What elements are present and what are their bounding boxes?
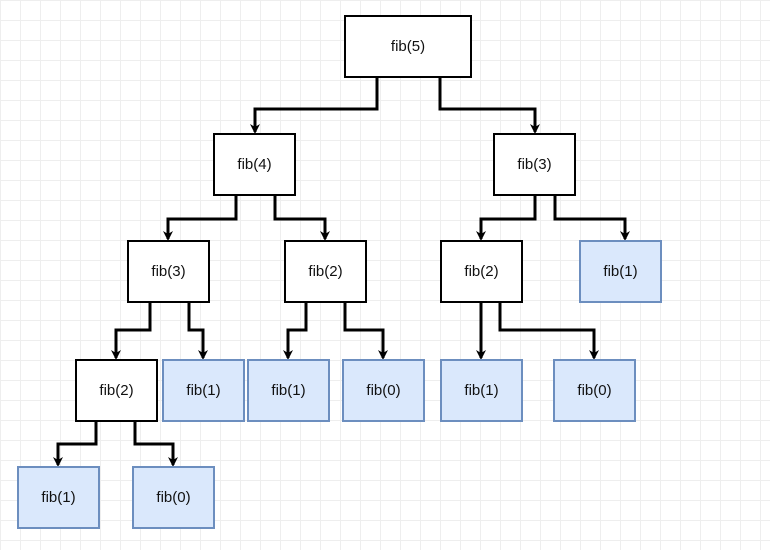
edge-n3b-n1e: [553, 196, 630, 241]
leaf-node-n0c: fib(0): [553, 359, 636, 422]
leaf-node-n1c: fib(1): [440, 359, 523, 422]
node-label: fib(0): [577, 382, 612, 399]
node-label: fib(4): [237, 156, 272, 173]
node-label: fib(1): [186, 382, 221, 399]
call-node-n2c: fib(2): [440, 240, 523, 303]
leaf-node-n0b: fib(0): [342, 359, 425, 422]
leaf-node-n1e: fib(1): [579, 240, 662, 303]
edge-n4-n2b: [273, 196, 330, 241]
node-label: fib(2): [99, 382, 134, 399]
edge-n2b-n1b: [283, 303, 308, 360]
node-label: fib(0): [156, 489, 191, 506]
node-label: fib(2): [464, 263, 499, 280]
edge-n2b-n0b: [343, 303, 388, 360]
call-node-n2a: fib(2): [75, 359, 158, 422]
call-node-n3a: fib(3): [127, 240, 210, 303]
call-node-n2b: fib(2): [284, 240, 367, 303]
leaf-node-n1b: fib(1): [247, 359, 330, 422]
node-label: fib(1): [464, 382, 499, 399]
leaf-node-n1a: fib(1): [162, 359, 245, 422]
call-node-n3b: fib(3): [493, 133, 576, 196]
edge-n3a-n2a: [111, 303, 152, 360]
edge-n4-n3a: [163, 196, 238, 241]
edge-n5-n4: [250, 78, 379, 134]
node-label: fib(1): [41, 489, 76, 506]
leaf-node-n1d: fib(1): [17, 466, 100, 529]
call-node-n4: fib(4): [213, 133, 296, 196]
edge-n3a-n1a: [187, 303, 208, 360]
leaf-node-n0a: fib(0): [132, 466, 215, 529]
edge-n2a-n0a: [133, 422, 178, 467]
call-node-n5: fib(5): [344, 15, 472, 78]
edge-n2c-n0c: [498, 303, 599, 360]
node-label: fib(1): [271, 382, 306, 399]
node-label: fib(0): [366, 382, 401, 399]
node-label: fib(1): [603, 263, 638, 280]
edge-n5-n3b: [438, 78, 540, 134]
edge-n3b-n2c: [476, 196, 537, 241]
node-label: fib(2): [308, 263, 343, 280]
node-label: fib(3): [517, 156, 552, 173]
node-label: fib(5): [390, 38, 426, 55]
edge-n2a-n1d: [53, 422, 98, 467]
node-label: fib(3): [151, 263, 186, 280]
